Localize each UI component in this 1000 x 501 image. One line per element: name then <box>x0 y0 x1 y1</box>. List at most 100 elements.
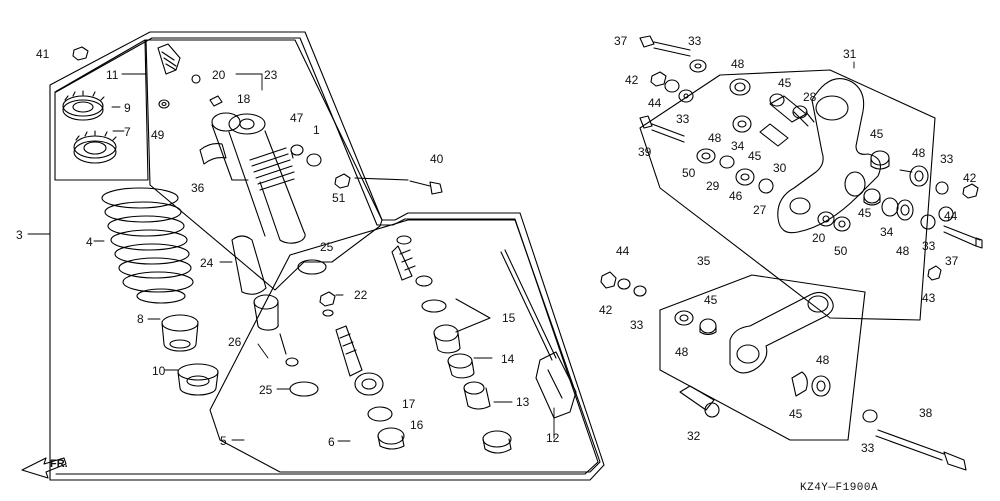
label-34b: 34 <box>880 225 894 239</box>
label-48e: 48 <box>675 345 689 359</box>
label-27: 27 <box>753 203 767 217</box>
label-33a: 33 <box>688 34 702 48</box>
nut-44c <box>938 206 954 222</box>
label-45d: 45 <box>858 206 872 220</box>
label-16: 16 <box>410 418 424 432</box>
seal-50a <box>696 148 716 164</box>
label-13: 13 <box>516 395 530 409</box>
clip-18 <box>209 95 223 107</box>
label-50b: 50 <box>834 244 848 258</box>
label-33b: 33 <box>676 112 690 126</box>
label-42b: 42 <box>963 171 977 185</box>
label-51: 51 <box>332 191 346 205</box>
label-39: 39 <box>638 145 652 159</box>
rod-35 <box>729 291 834 374</box>
bolt-37a <box>639 35 691 57</box>
nut-44b <box>617 278 631 290</box>
label-36: 36 <box>191 181 205 195</box>
label-46: 46 <box>729 189 743 203</box>
bearing-48f <box>811 375 831 397</box>
bolt-39 <box>639 115 685 143</box>
spring-4 <box>101 187 194 304</box>
label-10: 10 <box>152 364 166 378</box>
group-frame-arm <box>639 69 936 321</box>
washer-49 <box>158 99 170 109</box>
oring-47 <box>290 144 304 159</box>
label-15: 15 <box>502 311 516 325</box>
label-12: 12 <box>546 431 560 445</box>
bearing-48b <box>732 115 752 133</box>
nut-41 <box>72 46 89 61</box>
label-38: 38 <box>919 406 933 420</box>
washer-33d <box>920 214 936 230</box>
bearing-48c <box>909 165 929 187</box>
label-20: 20 <box>212 68 226 82</box>
label-42c: 42 <box>599 303 613 317</box>
ring-29 <box>719 155 735 169</box>
bolt-38 <box>875 429 967 471</box>
label-20b: 20 <box>812 231 826 245</box>
nut-42b <box>962 183 979 199</box>
bearing-48a <box>729 78 751 96</box>
label-48a: 48 <box>731 57 745 71</box>
rod-parts-stack <box>391 235 512 454</box>
label-50a: 50 <box>682 166 696 180</box>
label-33e: 33 <box>630 318 644 332</box>
label-45b: 45 <box>748 149 762 163</box>
label-33f: 33 <box>861 441 875 455</box>
spring-cap-11 <box>157 43 181 75</box>
seat-10 <box>177 363 219 396</box>
group-frame-outer <box>49 31 605 481</box>
bearing-48e <box>674 310 694 326</box>
label-14: 14 <box>501 352 515 366</box>
bearing-34b <box>881 197 899 217</box>
label-44b: 44 <box>944 209 958 223</box>
nut-42a <box>650 71 667 87</box>
label-3: 3 <box>16 228 23 242</box>
fr-arrow-shape <box>21 457 67 479</box>
leader-15 <box>455 298 491 333</box>
washer-33a <box>689 59 707 73</box>
label-47: 47 <box>290 111 304 125</box>
circlip-25a <box>297 259 327 275</box>
label-44a: 44 <box>648 96 662 110</box>
ring-20b <box>817 211 835 227</box>
label-22: 22 <box>354 288 368 302</box>
locknut-7 <box>73 130 117 164</box>
collar-45a <box>769 93 807 123</box>
washer-33e <box>633 285 647 297</box>
bolt-37b <box>943 225 983 249</box>
label-35: 35 <box>697 254 711 268</box>
leader-lines <box>27 61 913 442</box>
bolt-40 <box>409 180 443 195</box>
label-32: 32 <box>687 429 701 443</box>
clip-20 <box>191 74 201 84</box>
washer-33b <box>678 89 694 103</box>
nut-22 <box>319 291 336 307</box>
collar-27 <box>758 178 774 194</box>
collar-45c <box>870 150 890 170</box>
seat-8 <box>161 314 199 352</box>
label-29: 29 <box>706 179 720 193</box>
label-49: 49 <box>151 128 165 142</box>
label-34a: 34 <box>731 139 745 153</box>
label-1: 1 <box>313 123 320 137</box>
label-4: 4 <box>86 235 93 249</box>
piston-stack-left <box>322 309 405 450</box>
nut-51 <box>334 173 351 189</box>
label-28: 28 <box>803 90 817 104</box>
group-frame-rod2 <box>659 274 866 441</box>
nut-43 <box>927 265 942 281</box>
nut-42c <box>600 271 617 289</box>
label-26: 26 <box>228 335 242 349</box>
collar-45d <box>863 188 881 206</box>
label-18: 18 <box>237 92 251 106</box>
label-43: 43 <box>922 291 936 305</box>
nut-44a <box>664 79 680 93</box>
label-42a: 42 <box>625 73 639 87</box>
label-33c: 33 <box>940 152 954 166</box>
bearing-34a <box>735 168 755 186</box>
label-41: 41 <box>36 47 50 61</box>
label-48c: 48 <box>912 146 926 160</box>
